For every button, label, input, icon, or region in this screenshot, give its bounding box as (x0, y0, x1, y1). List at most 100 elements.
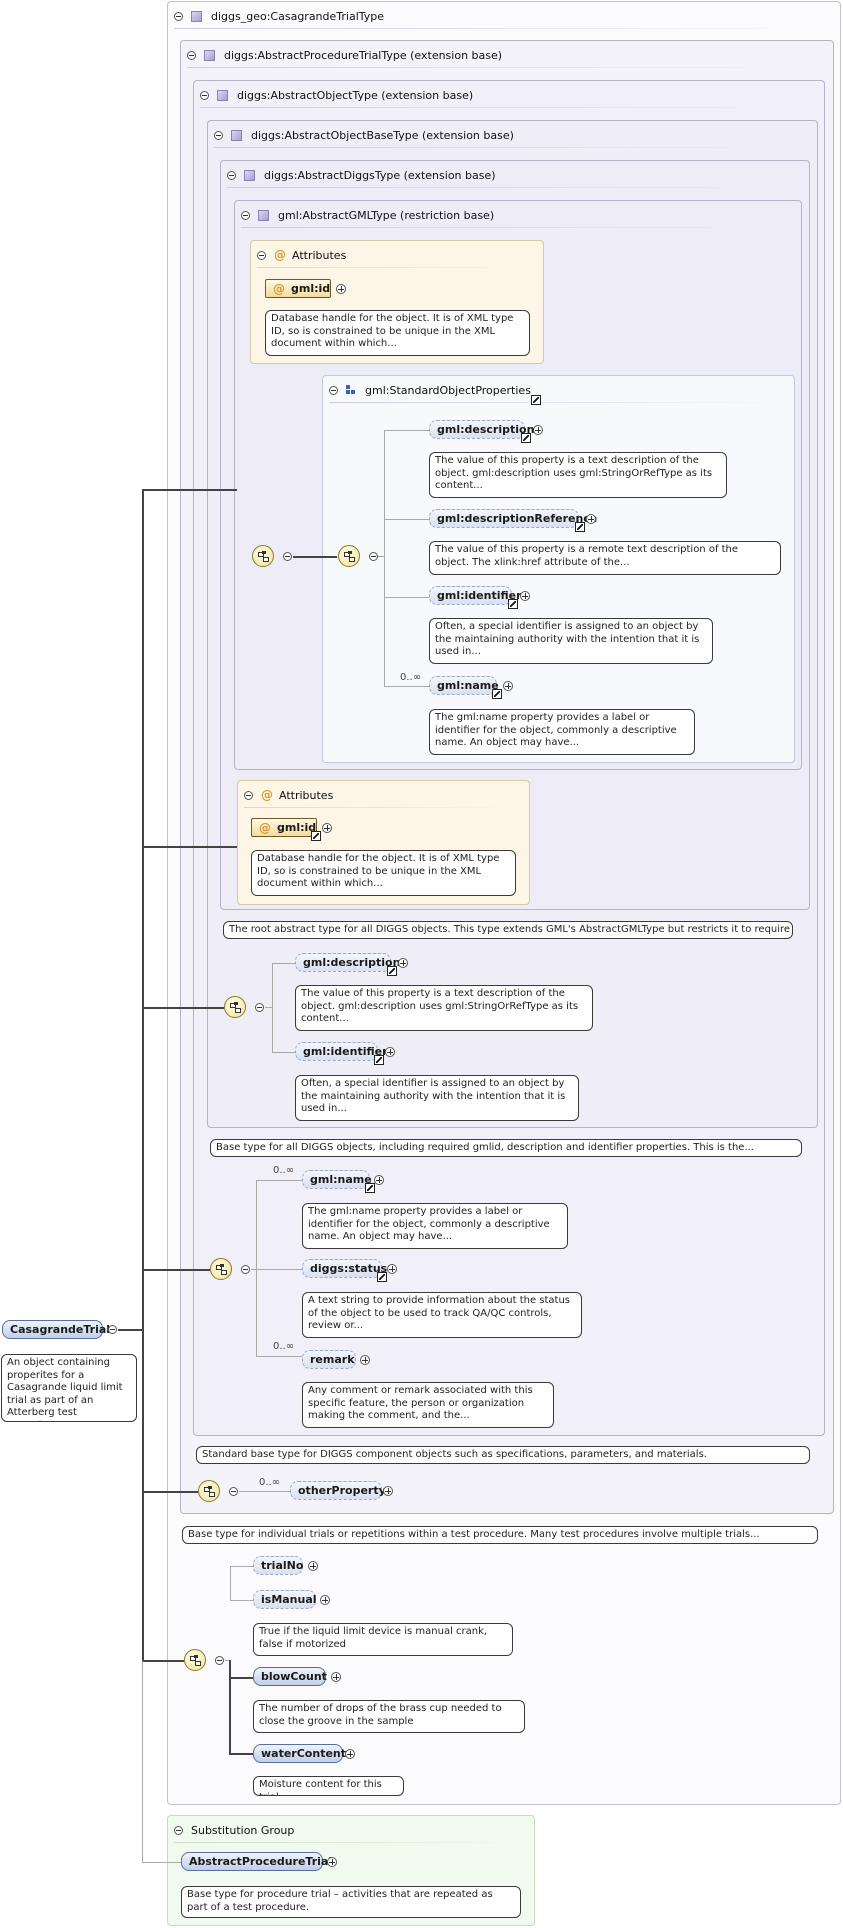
attribute-icon: @ (274, 248, 286, 262)
expand-icon[interactable] (345, 1749, 355, 1759)
element-label: gml:name (437, 679, 499, 692)
expand-icon[interactable] (320, 1595, 330, 1605)
collapse-icon[interactable] (174, 1825, 183, 1835)
box-header: diggs:AbstractDiggsType (extension base) (227, 164, 496, 186)
expand-icon[interactable] (586, 514, 596, 524)
expand-icon[interactable] (398, 958, 408, 968)
expand-icon[interactable] (374, 1175, 384, 1185)
expand-icon[interactable] (503, 681, 513, 691)
element-label: blowCount (261, 1670, 327, 1683)
expand-icon[interactable] (520, 591, 530, 601)
collapse-icon[interactable] (241, 210, 250, 220)
attribute-icon: @ (259, 820, 271, 835)
reference-link-icon[interactable] (492, 689, 502, 699)
reference-link-icon[interactable] (365, 1183, 375, 1193)
complex-type-icon (204, 49, 215, 61)
gml-description-doc: The value of this property is a text des… (295, 985, 593, 1031)
attribute-icon: @ (273, 281, 285, 296)
element-label: diggs:status (310, 1262, 388, 1275)
collapse-icon[interactable] (329, 385, 338, 395)
collapse-icon[interactable] (108, 1325, 117, 1334)
gml-name-element[interactable]: gml:name (302, 1170, 372, 1189)
sequence-compositor-icon[interactable] (198, 1480, 220, 1502)
reference-link-icon[interactable] (531, 395, 541, 405)
box-title: Attributes (292, 248, 347, 262)
collapse-icon[interactable] (241, 1265, 250, 1274)
remark-element[interactable]: remark (302, 1350, 356, 1369)
collapse-icon[interactable] (229, 1487, 238, 1496)
gml-identifier-element[interactable]: gml:identifier (295, 1042, 388, 1061)
reference-link-icon[interactable] (311, 831, 321, 841)
gml-id-attribute[interactable]: @gml:id (265, 279, 331, 298)
sequence-compositor-icon[interactable] (338, 545, 360, 567)
complex-type-icon (191, 10, 202, 22)
reference-link-icon[interactable] (377, 1272, 387, 1282)
gml-id-attribute[interactable]: @ gml:id (251, 818, 317, 837)
complex-type-icon (231, 129, 242, 141)
casagrande-trial-doc: An object containing properites for a Ca… (1, 1354, 137, 1422)
collapse-icon[interactable] (257, 250, 266, 260)
sequence-compositor-icon[interactable] (210, 1258, 232, 1280)
casagrande-trial-element[interactable]: CasagrandeTrial (2, 1320, 110, 1339)
element-label: gml:id (277, 821, 317, 834)
gml-description-element[interactable]: gml:description (295, 953, 400, 972)
reference-link-icon[interactable] (387, 966, 397, 976)
expand-icon[interactable] (336, 284, 346, 294)
box-header: @ Attributes (257, 244, 346, 266)
attribute-icon: @ (261, 788, 273, 802)
reference-link-icon[interactable] (374, 1055, 384, 1065)
sequence-compositor-icon[interactable] (252, 545, 274, 567)
box-header: gml:StandardObjectProperties (329, 379, 531, 401)
abstract-procedure-trial-type-doc: Base type for individual trials or repet… (182, 1526, 818, 1544)
collapse-icon[interactable] (215, 1656, 224, 1665)
element-label: gml:name (310, 1173, 372, 1186)
expand-icon[interactable] (533, 425, 543, 435)
other-property-element[interactable]: otherProperty (290, 1481, 386, 1500)
gml-name-element[interactable]: gml:name (429, 676, 499, 695)
cardinality-label: 0..∞ (273, 1341, 295, 1352)
collapse-icon[interactable] (283, 552, 292, 561)
box-header: diggs:AbstractProcedureTrialType (extens… (187, 44, 502, 66)
gml-description-reference-element[interactable]: gml:descriptionReference (429, 509, 597, 528)
expand-icon[interactable] (308, 1561, 318, 1571)
collapse-icon[interactable] (214, 130, 223, 140)
complex-type-icon (258, 209, 269, 221)
box-header: gml:AbstractGMLType (restriction base) (241, 204, 494, 226)
collapse-icon[interactable] (174, 11, 183, 21)
reference-link-icon[interactable] (575, 522, 585, 532)
water-content-element[interactable]: waterContent (253, 1744, 346, 1763)
box-title: diggs_geo:CasagrandeTrialType (211, 9, 385, 23)
reference-link-icon[interactable] (521, 433, 531, 443)
box-header: diggs:AbstractObjectType (extension base… (200, 84, 473, 106)
collapse-icon[interactable] (187, 50, 196, 60)
collapse-icon[interactable] (369, 552, 378, 561)
expand-icon[interactable] (383, 1486, 393, 1496)
gml-description-element[interactable]: gml:description (429, 420, 534, 439)
collapse-icon[interactable] (227, 170, 236, 180)
reference-link-icon[interactable] (508, 599, 518, 609)
abstract-procedure-trial-element[interactable]: AbstractProcedureTrial (181, 1852, 332, 1871)
element-label: gml:description (437, 423, 535, 436)
collapse-icon[interactable] (244, 790, 253, 800)
box-title: Substitution Group (191, 1823, 295, 1837)
expand-icon[interactable] (385, 1047, 395, 1057)
trial-no-element[interactable]: trialNo (253, 1556, 303, 1575)
collapse-icon[interactable] (255, 1003, 264, 1012)
sequence-compositor-icon[interactable] (224, 996, 246, 1018)
diggs-status-element[interactable]: diggs:status (302, 1259, 387, 1278)
blow-count-element[interactable]: blowCount (253, 1667, 327, 1686)
is-manual-element[interactable]: isManual (253, 1590, 317, 1609)
sequence-compositor-icon[interactable] (184, 1649, 206, 1671)
expand-icon[interactable] (322, 823, 332, 833)
group-icon (346, 385, 356, 395)
expand-icon[interactable] (327, 1857, 337, 1867)
collapse-icon[interactable] (200, 90, 209, 100)
expand-icon[interactable] (360, 1355, 370, 1365)
element-label: gml:descriptionReference (437, 512, 598, 525)
gml-identifier-doc: Often, a special identifier is assigned … (295, 1075, 579, 1121)
diggs-status-doc: A text string to provide information abo… (302, 1292, 582, 1338)
gml-description-doc: The value of this property is a text des… (429, 452, 727, 498)
expand-icon[interactable] (387, 1264, 397, 1274)
gml-identifier-element[interactable]: gml:identifier (429, 586, 522, 605)
expand-icon[interactable] (331, 1672, 341, 1682)
